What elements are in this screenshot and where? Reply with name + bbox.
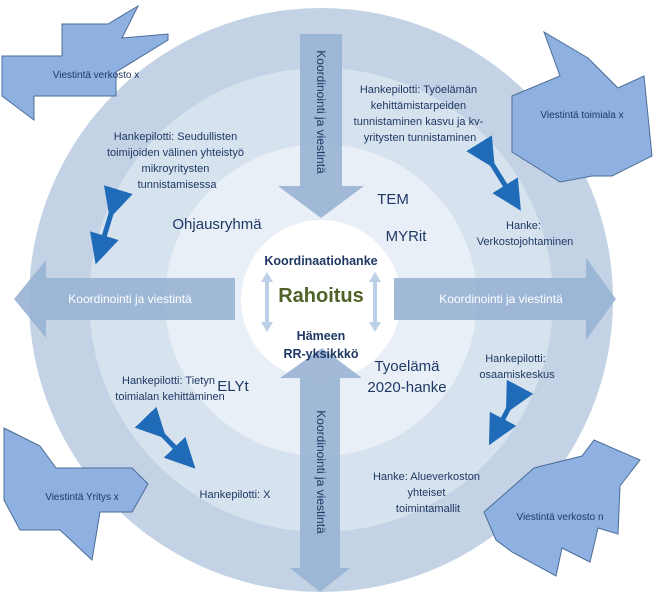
project-bottom-left-line: Hankepilotti: X bbox=[200, 489, 272, 501]
band-left-label: Koordinointi ja viestintä bbox=[68, 292, 192, 306]
project-top-right-line: yritysten tunnistaminen bbox=[364, 132, 477, 144]
project-bottom-right-line: yhteiset bbox=[408, 487, 446, 499]
center-right-double-arrow bbox=[369, 272, 381, 332]
project-bottom-left: Hankepilotti: X bbox=[200, 489, 272, 501]
callout-bottom-right: Viestintä verkosto n bbox=[483, 439, 641, 577]
center-title: Koordinaatiohanke bbox=[264, 254, 377, 268]
callout-top-left: Viestintä verkosto x bbox=[1, 4, 169, 121]
band-bottom-arrow bbox=[280, 348, 362, 592]
band-right-label: Koordinointi ja viestintä bbox=[439, 292, 563, 306]
project-top-left-line: toimijoiden välinen yhteistyö bbox=[107, 147, 244, 159]
project-top-left: Hankepilotti: Seudullisten toimijoiden v… bbox=[107, 131, 247, 191]
project-top-left-line: Hankepilotti: Seudullisten bbox=[114, 131, 238, 143]
actor-ohjausryhma: Ohjausryhmä bbox=[172, 216, 262, 233]
callout-bottom-left-label: Viestintä Yritys x bbox=[45, 492, 119, 503]
actor-tyoelama-line1: Tyoelämä bbox=[374, 358, 440, 375]
double-arrow-top-left bbox=[90, 185, 133, 265]
actor-myrit: MYRit bbox=[386, 228, 428, 245]
actor-tyoelama-line2: 2020-hanke bbox=[367, 379, 446, 396]
center-left-double-arrow bbox=[261, 272, 273, 332]
callout-top-right-label: Viestintä toimiala x bbox=[540, 110, 623, 121]
project-left-low-line: Hankepilotti: Tietyn bbox=[122, 375, 215, 387]
project-bottom-right: Hanke: Alueverkoston yhteiset toimintama… bbox=[373, 471, 483, 515]
project-bottom-right-line: Hanke: Alueverkoston bbox=[373, 471, 480, 483]
callout-top-left-label: Viestintä verkosto x bbox=[53, 70, 140, 81]
project-right-mid: Hanke: Verkostojohtaminen bbox=[477, 220, 574, 248]
center-sub-line1: Hämeen bbox=[297, 329, 346, 343]
project-right-low-line: osaamiskeskus bbox=[479, 369, 555, 381]
double-arrow-top-right bbox=[466, 135, 521, 211]
project-left-low-line: toimialan kehittäminen bbox=[115, 391, 224, 403]
project-top-right-line: kehittämistarpeiden bbox=[371, 100, 466, 112]
double-arrow-bottom-right bbox=[488, 379, 534, 446]
project-right-low-line: Hankepilotti: bbox=[485, 353, 546, 365]
band-top-arrow bbox=[278, 34, 364, 218]
project-top-left-line: mikroyritysten bbox=[142, 163, 210, 175]
callout-bottom-right-label: Viestintä verkosto n bbox=[516, 512, 603, 523]
project-top-right-line: tunnistaminen kasvu ja kv- bbox=[354, 116, 484, 128]
band-top-label: Koordinointi ja viestintä bbox=[314, 50, 328, 174]
center-sub-line2: RR-yksikkkö bbox=[283, 347, 358, 361]
band-right-arrow bbox=[394, 258, 616, 340]
project-right-mid-line: Verkostojohtaminen bbox=[477, 236, 574, 248]
band-bottom-label: Koordinointi ja viestintä bbox=[314, 410, 328, 534]
callout-top-right: Viestintä toimiala x bbox=[511, 30, 653, 183]
project-left-low: Hankepilotti: Tietyn toimialan kehittämi… bbox=[115, 375, 224, 403]
double-arrow-bottom-left bbox=[134, 406, 196, 469]
project-top-left-line: tunnistamisessa bbox=[138, 179, 218, 191]
center-main: Rahoitus bbox=[278, 285, 364, 307]
project-bottom-right-line: toimintamallit bbox=[396, 503, 460, 515]
actor-tem: TEM bbox=[377, 191, 409, 208]
callout-bottom-left: Viestintä Yritys x bbox=[3, 427, 149, 562]
project-right-mid-line: Hanke: bbox=[506, 220, 541, 232]
project-top-right-line: Hankepilotti: Työelämän bbox=[360, 84, 477, 96]
project-right-low: Hankepilotti: osaamiskeskus bbox=[479, 353, 555, 381]
project-top-right: Hankepilotti: Työelämän kehittämistarpei… bbox=[354, 84, 487, 144]
center-circle bbox=[241, 220, 401, 380]
actor-elyt: ELYt bbox=[217, 378, 249, 395]
band-left-arrow bbox=[14, 260, 235, 338]
